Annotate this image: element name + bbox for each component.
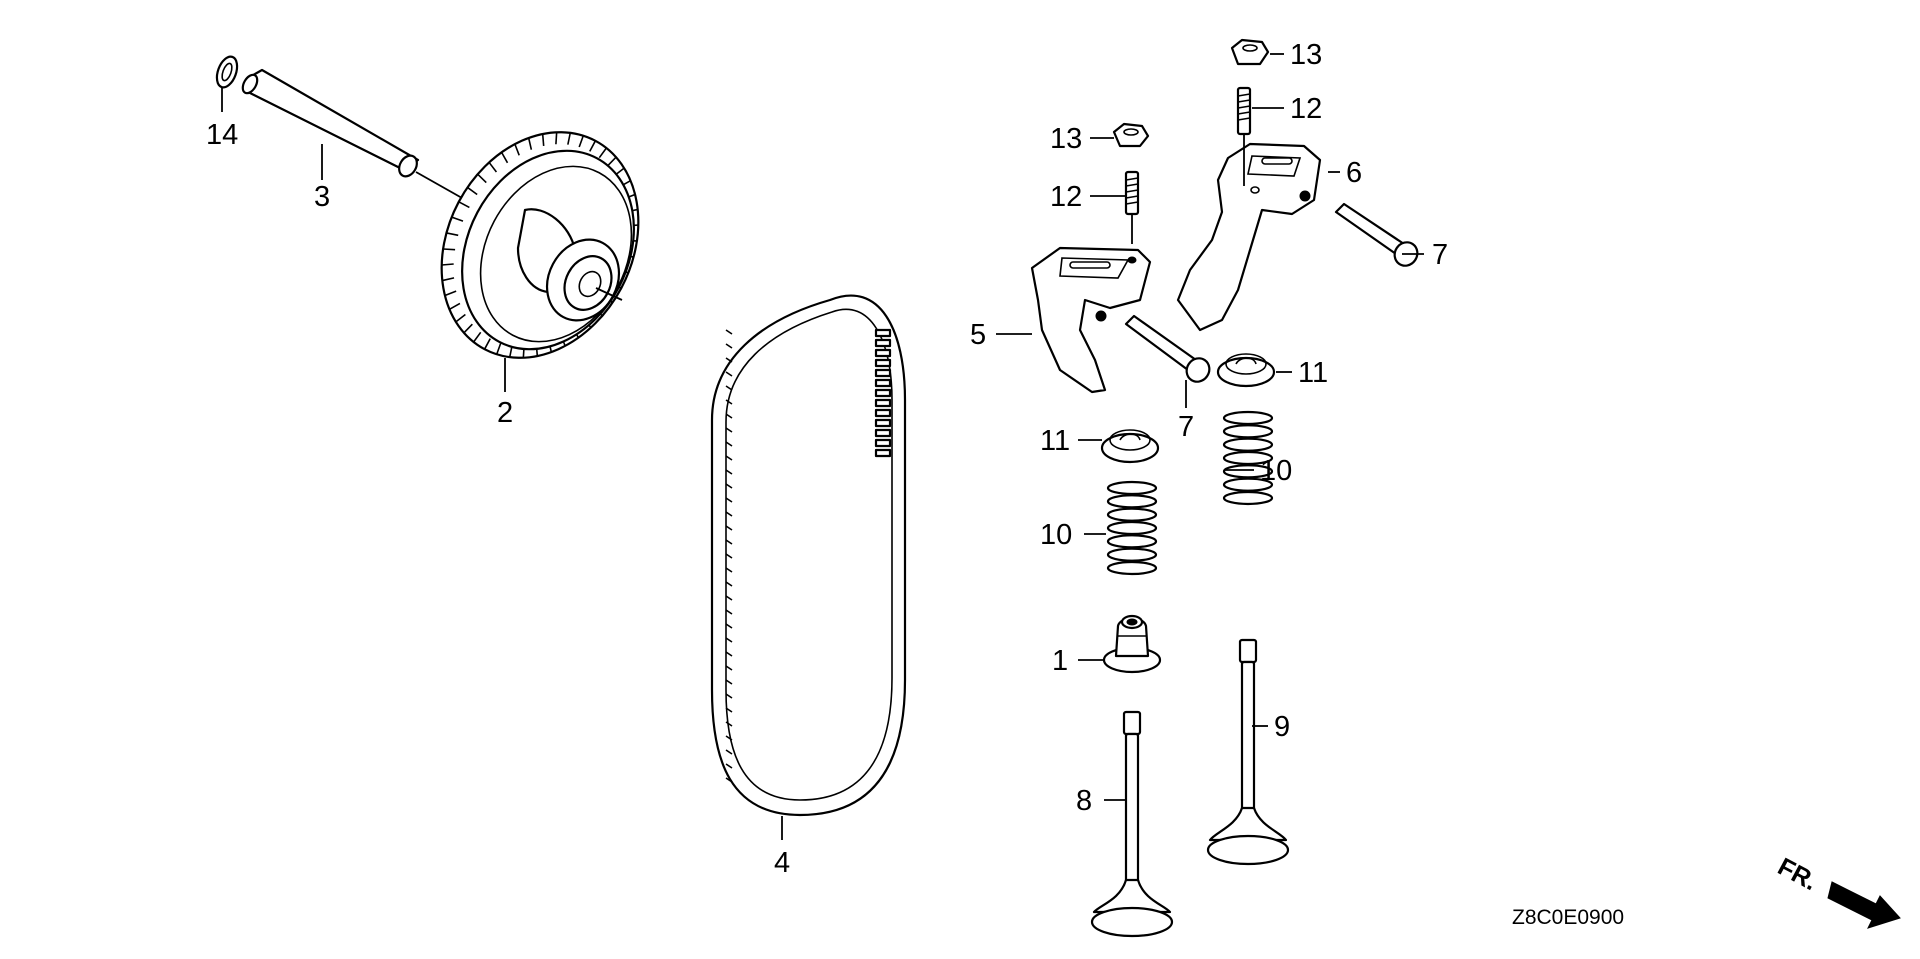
nut-left-part bbox=[1112, 122, 1150, 148]
callout-2: 2 bbox=[497, 397, 513, 429]
callout-11-left: 11 bbox=[1040, 425, 1070, 457]
callout-10-left: 10 bbox=[1040, 519, 1072, 551]
valve-left-part bbox=[1090, 710, 1174, 938]
adjusting-screw-right-part bbox=[1236, 86, 1252, 186]
timing-pulley-part bbox=[440, 131, 640, 359]
callout-3: 3 bbox=[314, 181, 330, 213]
front-arrow-icon bbox=[1827, 881, 1901, 929]
valve-stem-seal-part bbox=[1102, 614, 1162, 674]
shaft-part bbox=[241, 68, 463, 199]
spring-retainer-right-part bbox=[1216, 353, 1276, 388]
front-direction-indicator: FR. bbox=[1773, 853, 1901, 929]
circlip-part bbox=[215, 55, 239, 89]
callout-11-right: 11 bbox=[1298, 357, 1328, 389]
callout-4: 4 bbox=[774, 847, 790, 879]
diagram-code: Z8C0E0900 bbox=[1512, 906, 1624, 929]
callout-13-right: 13 bbox=[1290, 39, 1322, 71]
callout-13-left: 13 bbox=[1050, 123, 1082, 155]
nut-right-part bbox=[1230, 38, 1270, 66]
callout-7-upper: 7 bbox=[1432, 239, 1448, 271]
callout-labels: 14 3 2 4 5 6 7 7 11 11 10 10 1 9 8 13 12… bbox=[206, 39, 1448, 879]
callout-14: 14 bbox=[206, 119, 238, 151]
callout-1: 1 bbox=[1052, 645, 1068, 677]
callout-8: 8 bbox=[1076, 785, 1092, 817]
timing-belt-part bbox=[710, 294, 907, 817]
adjusting-screw-left-part bbox=[1124, 170, 1140, 244]
pivot-bolt-lower-part bbox=[1124, 314, 1211, 383]
callout-6: 6 bbox=[1346, 157, 1362, 189]
valve-right-part bbox=[1206, 638, 1290, 866]
rocker-arm-left-part bbox=[1030, 246, 1152, 394]
callout-12-left: 12 bbox=[1050, 181, 1082, 213]
spring-retainer-left-part bbox=[1100, 429, 1160, 464]
valve-spring-right-part bbox=[1222, 410, 1274, 506]
front-direction-label: FR. bbox=[1773, 853, 1822, 897]
callout-5: 5 bbox=[970, 319, 986, 351]
leader-lines bbox=[221, 53, 1424, 840]
rocker-arm-right-part bbox=[1176, 142, 1322, 332]
callout-7-lower: 7 bbox=[1178, 411, 1194, 443]
valve-spring-left-part bbox=[1106, 480, 1158, 576]
pivot-bolt-upper-part bbox=[1334, 202, 1419, 267]
callout-10-right: 10 bbox=[1260, 455, 1292, 487]
callout-9: 9 bbox=[1274, 711, 1290, 743]
callout-12-right: 12 bbox=[1290, 93, 1322, 125]
